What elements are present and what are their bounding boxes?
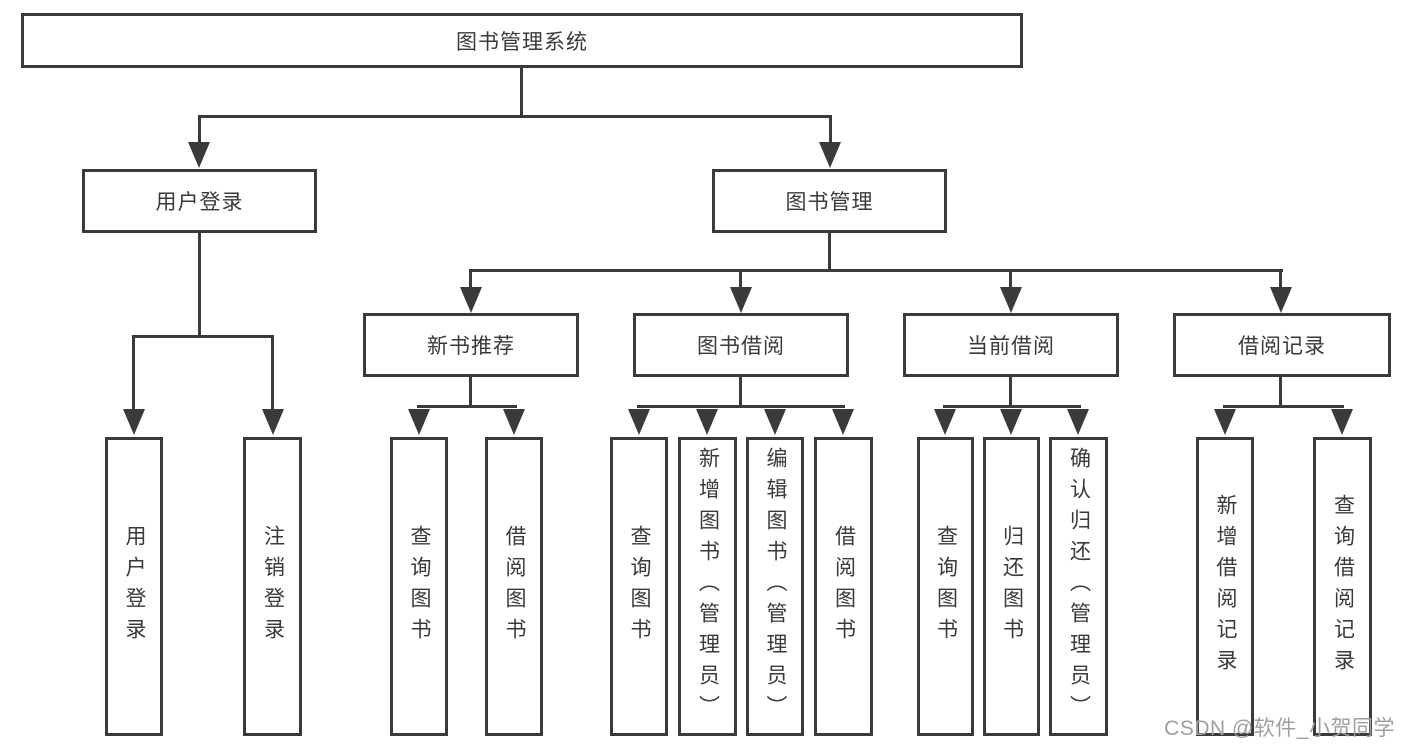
node-current-borrow-label: 当前借阅 [967,335,1055,358]
node-leaf-query-borrow-record: 查询借阅记录 [1313,437,1372,736]
connector-level2-drop-right [829,115,832,145]
arrow-down-icon-query-books-2 [628,409,650,435]
node-user-login-label: 用户登录 [155,191,244,214]
connector-borrow-records-stem [1279,375,1282,408]
arrow-down-icon-query-borrow-record [1331,409,1353,435]
node-leaf-borrow-books-2-label: 借阅图书 [832,524,856,649]
arrow-down-icon-borrow-records [1270,287,1292,313]
node-root: 图书管理系统 [21,13,1023,68]
connector-user-login-stem [198,230,201,338]
arrow-down-icon-leaf-logout [262,409,284,435]
connector-new-book-rec-stem [469,375,472,408]
arrow-down-icon-user-login [188,142,210,168]
connector-level3-drop-1 [469,269,472,289]
connector-level2-drop-left [198,115,201,145]
node-leaf-return-books: 归还图书 [983,437,1040,736]
arrow-down-icon-return-books [1000,409,1022,435]
node-borrow-records-label: 借阅记录 [1238,335,1326,358]
node-leaf-add-borrow-record-label: 新增借阅记录 [1214,493,1238,680]
connector-level3-drop-3 [1009,269,1012,289]
node-leaf-add-borrow-record: 新增借阅记录 [1196,437,1254,736]
arrow-down-icon-current-borrow [1000,287,1022,313]
node-leaf-user-login-label: 用户登录 [123,524,147,649]
node-leaf-query-books-2-label: 查询图书 [628,524,652,649]
arrow-down-icon-add-book [696,409,718,435]
node-leaf-query-books-3: 查询图书 [917,437,974,736]
arrow-down-icon-confirm-return [1067,409,1089,435]
connector-level3-bar [469,269,1283,272]
node-book-mgmt: 图书管理 [712,169,947,233]
node-leaf-logout: 注销登录 [243,437,302,736]
node-leaf-edit-book-admin: 编辑图书（管理员） [746,437,804,736]
node-current-borrow: 当前借阅 [903,313,1119,377]
connector-book-mgmt-stem [828,230,831,272]
node-leaf-logout-label: 注销登录 [261,524,285,649]
watermark: CSDN @软件_小贺同学 [1164,717,1395,740]
node-leaf-edit-book-admin-label: 编辑图书（管理员） [764,447,788,726]
node-leaf-borrow-books-1-label: 借阅图书 [503,524,527,649]
node-leaf-add-book-admin: 新增图书（管理员） [678,437,737,736]
node-leaf-borrow-books-1: 借阅图书 [485,437,543,736]
node-leaf-return-books-label: 归还图书 [1000,524,1024,649]
connector-current-borrow-bar [943,405,1081,408]
node-leaf-borrow-books-2: 借阅图书 [814,437,873,736]
arrow-down-icon-new-book-rec [460,287,482,313]
node-leaf-confirm-return-admin: 确认归还（管理员） [1049,437,1108,736]
connector-user-login-drop-2 [271,335,274,410]
node-new-book-rec: 新书推荐 [363,313,579,377]
node-book-borrow-label: 图书借阅 [697,335,785,358]
arrow-down-icon-edit-book [764,409,786,435]
arrow-down-icon-book-borrow [730,287,752,313]
connector-book-borrow-stem [739,375,742,408]
node-leaf-add-book-admin-label: 新增图书（管理员） [696,447,720,726]
node-leaf-query-borrow-record-label: 查询借阅记录 [1331,493,1355,680]
node-leaf-query-books-1-label: 查询图书 [408,524,432,649]
arrow-down-icon-add-borrow-record [1214,409,1236,435]
node-leaf-query-books-1: 查询图书 [390,437,448,736]
arrow-down-icon-leaf-user-login [123,409,145,435]
connector-new-book-rec-bar [417,405,517,408]
node-root-label: 图书管理系统 [456,30,588,54]
connector-user-login-bar [132,335,274,338]
connector-root-stem [520,66,523,118]
arrow-down-icon-query-books-1 [408,409,430,435]
connector-level2-bar [198,115,832,118]
node-book-borrow: 图书借阅 [633,313,849,377]
connector-current-borrow-stem [1009,375,1012,408]
node-new-book-rec-label: 新书推荐 [427,335,515,358]
node-leaf-query-books-2: 查询图书 [610,437,668,736]
arrow-down-icon-borrow-books-1 [503,409,525,435]
arrow-down-icon-book-mgmt [819,142,841,168]
node-leaf-user-login: 用户登录 [105,437,163,736]
connector-book-borrow-bar [637,405,845,408]
connector-level3-drop-2 [739,269,742,289]
arrow-down-icon-borrow-books-2 [832,409,854,435]
node-user-login: 用户登录 [82,169,317,233]
connector-user-login-drop-1 [132,335,135,410]
arrow-down-icon-query-books-3 [934,409,956,435]
connector-level3-drop-4 [1279,269,1282,289]
node-borrow-records: 借阅记录 [1173,313,1391,377]
connector-borrow-records-bar [1223,405,1344,408]
node-leaf-query-books-3-label: 查询图书 [934,524,958,649]
node-leaf-confirm-return-admin-label: 确认归还（管理员） [1067,447,1091,726]
node-book-mgmt-label: 图书管理 [785,191,874,214]
